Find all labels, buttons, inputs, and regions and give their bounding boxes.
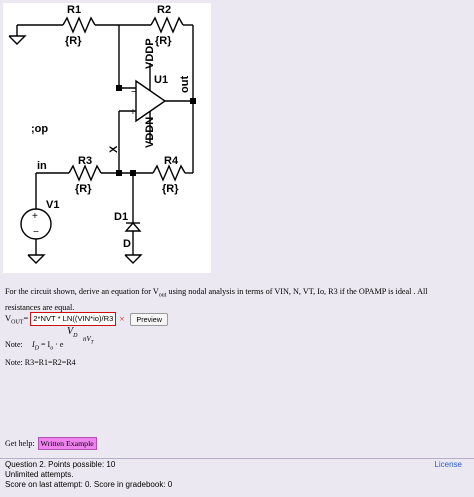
out-label: out: [179, 76, 191, 93]
license-link[interactable]: License: [434, 460, 462, 469]
r1-label: R1: [67, 4, 81, 16]
r1-value: {R}: [65, 35, 82, 47]
question-footer: Question 2. Points possible: 10 Unlimite…: [0, 459, 474, 497]
answer-row: VOUT= 2*NVT * LN((VIN*io)/R3 × Preview: [5, 312, 168, 326]
incorrect-icon: ×: [119, 314, 125, 324]
v1-label: V1: [46, 199, 59, 211]
answer-prefix: VOUT=: [5, 312, 29, 326]
svg-text:+: +: [130, 107, 136, 118]
r4-label: R4: [164, 155, 179, 167]
op-directive: ;op: [31, 123, 48, 135]
get-help-row: Get help: Written Example: [5, 437, 97, 450]
question-frame: R1 R2 {R} {R} U1 ;op in R3 R4 {R} {R} V1…: [3, 3, 428, 450]
note-resistors: Note: R3=R1=R2=R4: [5, 358, 76, 367]
r4-value: {R}: [162, 183, 179, 195]
note-diode-equation: Note: ID = Io · e VD nVT: [5, 326, 94, 352]
preview-button[interactable]: Preview: [130, 312, 168, 326]
in-label: in: [37, 160, 47, 172]
r2-label: R2: [157, 4, 171, 16]
d-label: D: [123, 238, 131, 250]
r3-value: {R}: [75, 183, 92, 195]
vddn-label: VDDN: [144, 117, 156, 148]
circuit-schematic: R1 R2 {R} {R} U1 ;op in R3 R4 {R} {R} V1…: [3, 3, 211, 273]
svg-text:+: +: [32, 211, 38, 222]
get-help-label: Get help:: [5, 439, 35, 448]
d1-label: D1: [114, 211, 128, 223]
svg-text:−: −: [131, 87, 137, 98]
r2-value: {R}: [155, 35, 172, 47]
question-text: For the circuit shown, derive an equatio…: [5, 287, 428, 312]
r3-label: R3: [78, 155, 92, 167]
u1-label: U1: [154, 74, 168, 86]
vddp-label: VDDP: [144, 38, 156, 69]
score-info: Score on last attempt: 0. Score in grade…: [5, 480, 173, 489]
written-example-button[interactable]: Written Example: [37, 437, 97, 450]
points-info: Question 2. Points possible: 10: [5, 460, 116, 469]
footer-divider: [0, 458, 474, 459]
answer-input[interactable]: 2*NVT * LN((VIN*io)/R3: [30, 312, 117, 326]
x-node-label: X: [108, 145, 120, 153]
attempts-info: Unlimited attempts.: [5, 470, 74, 479]
svg-text:−: −: [33, 227, 39, 238]
